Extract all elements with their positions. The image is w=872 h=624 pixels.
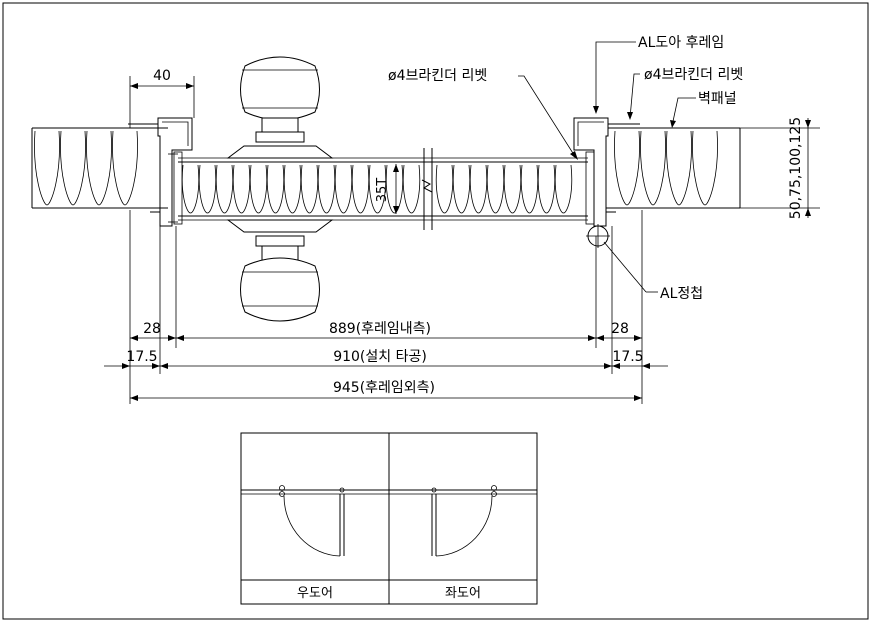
label-al-hinge: AL정첩 — [660, 286, 703, 302]
dim-inner-row: 28 889(후레임내측) 28 — [130, 321, 642, 341]
dim-left-offset-text: 28 — [143, 321, 161, 337]
dim-wall-thickness-text: 50,75,100,125 — [788, 117, 804, 219]
dim-right-offset-text: 28 — [611, 321, 629, 337]
leader-rivet-right: ø4브라킨더 리벳 — [627, 67, 743, 120]
dim-installation-opening-text: 910(설치 타공) — [333, 349, 427, 365]
dim-outer-row: 945(후레임외측) — [130, 380, 642, 401]
left-wall-panel — [31, 127, 168, 209]
leader-rivet-left: ø4브라킨더 리벳 — [388, 68, 578, 160]
door-panel — [178, 148, 588, 230]
dim-right-edge-text: 17.5 — [612, 349, 643, 365]
label-rivet-left: ø4브라킨더 리벳 — [388, 68, 487, 84]
door-knob — [226, 56, 334, 322]
al-hinge — [586, 224, 647, 293]
dim-left-edge-text: 17.5 — [126, 349, 157, 365]
dim-inner-frame-text: 889(후레임내측) — [329, 321, 431, 337]
right-wall-panel — [612, 127, 741, 209]
leader-wall-panel: 벽패널 — [670, 91, 737, 128]
right-door-swing — [241, 485, 389, 557]
door-swing-legend: 우도어 좌도어 — [240, 432, 538, 605]
right-door-frame — [573, 117, 640, 227]
dim-panel-thickness: 35T — [375, 164, 399, 214]
dim-extension-lines — [129, 210, 643, 404]
leader-al-hinge: AL정첩 — [646, 286, 703, 302]
dim-wall-thickness: 50,75,100,125 — [740, 117, 820, 219]
label-rivet-right: ø4브라킨더 리벳 — [644, 67, 743, 83]
legend-left-door: 좌도어 — [445, 586, 481, 601]
dim-top-flange: 40 — [129, 68, 195, 128]
dim-outer-frame-text: 945(후레임외측) — [333, 380, 435, 396]
left-door-swing — [389, 485, 537, 557]
legend-right-door: 우도어 — [297, 586, 333, 601]
dim-panel-thickness-text: 35T — [375, 178, 390, 203]
dim-opening-row: 17.5 910(설치 타공) 17.5 — [104, 349, 668, 369]
label-wall-panel: 벽패널 — [698, 91, 737, 107]
left-door-frame — [128, 117, 193, 227]
dim-top-flange-text: 40 — [153, 68, 171, 84]
label-al-door-frame: AL도아 후레임 — [638, 35, 724, 51]
leader-al-door-frame: AL도아 후레임 — [593, 35, 724, 114]
